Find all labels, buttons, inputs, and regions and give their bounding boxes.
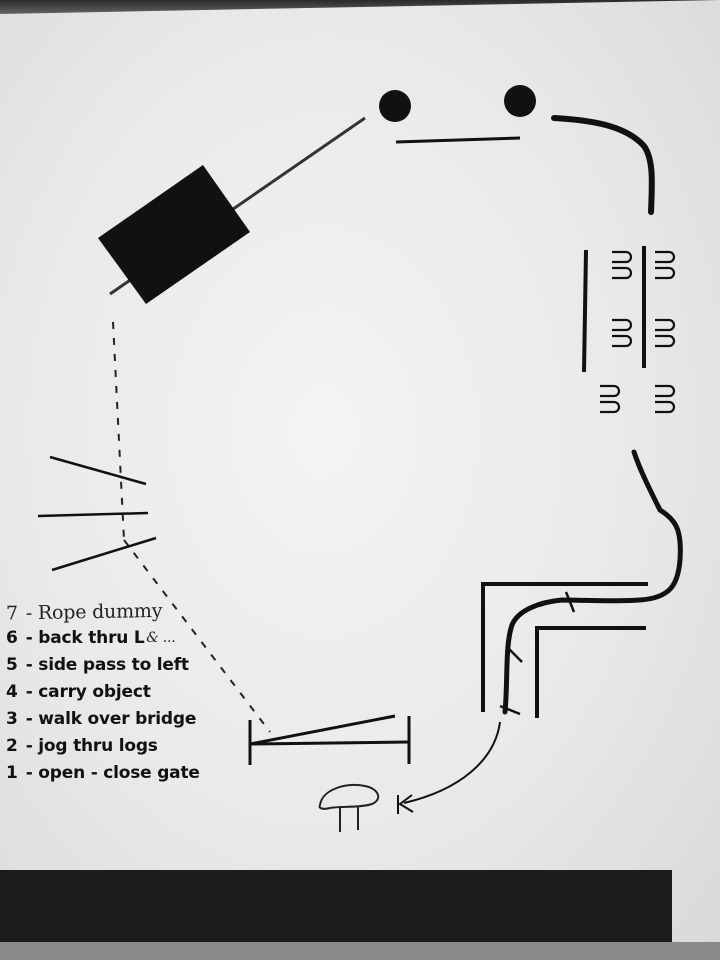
legend-item-number: 3 bbox=[6, 709, 18, 729]
legend-item-label: - back thru L bbox=[25, 628, 145, 648]
legend-item-label: - Rope dummy bbox=[25, 599, 163, 625]
bottom-dark-strip bbox=[0, 870, 672, 942]
bridge bbox=[248, 714, 411, 765]
top-right-path bbox=[551, 115, 655, 215]
top-post-left bbox=[379, 90, 411, 122]
legend: 7 - Rope dummy 6 - back thru L & ... 5 -… bbox=[6, 598, 306, 787]
legend-item-number: 2 bbox=[6, 736, 18, 756]
legend-item: 5 - side pass to left bbox=[6, 652, 306, 679]
legend-item-label: - jog thru logs bbox=[25, 736, 158, 756]
L-inner-rail bbox=[535, 626, 646, 718]
dashed-path-upper bbox=[112, 321, 125, 541]
L-outer-rail bbox=[481, 582, 648, 712]
legend-item: 2 - jog thru logs bbox=[6, 733, 306, 760]
path-tick-marks bbox=[499, 591, 576, 716]
walk-mark bbox=[612, 266, 633, 280]
legend-item-label: - open - close gate bbox=[25, 763, 200, 783]
gate-stump bbox=[318, 784, 380, 832]
legend-scribble: & ... bbox=[146, 630, 176, 646]
legend-item-number: 1 bbox=[6, 763, 18, 783]
walk-mark bbox=[600, 384, 621, 398]
walk-mark bbox=[600, 400, 621, 414]
log-rail-left bbox=[582, 249, 588, 373]
walk-mark bbox=[655, 266, 676, 280]
legend-item-number: 4 bbox=[6, 682, 18, 702]
arrow-to-gate bbox=[403, 721, 501, 804]
walk-mark bbox=[655, 318, 676, 332]
legend-item: 4 - carry object bbox=[6, 679, 306, 706]
arrow-head bbox=[398, 794, 414, 813]
walk-mark bbox=[612, 250, 633, 264]
walk-mark bbox=[655, 400, 676, 414]
top-post-right bbox=[504, 85, 536, 117]
legend-item: 1 - open - close gate bbox=[6, 760, 306, 787]
legend-item-number: 7 bbox=[5, 602, 19, 625]
walk-mark bbox=[612, 334, 633, 348]
walk-mark bbox=[612, 318, 633, 332]
rope-dummy-box bbox=[98, 165, 250, 304]
legend-item-label: - carry object bbox=[25, 682, 151, 702]
top-rail bbox=[395, 136, 521, 144]
legend-item-label: - side pass to left bbox=[25, 655, 189, 675]
legend-item-number: 6 bbox=[6, 628, 18, 648]
walk-mark bbox=[655, 334, 676, 348]
back-thru-L bbox=[481, 582, 648, 718]
legend-item: 6 - back thru L & ... bbox=[6, 625, 306, 652]
walk-mark bbox=[655, 250, 676, 264]
logs bbox=[37, 455, 157, 572]
legend-item: 7 - Rope dummy bbox=[6, 595, 306, 627]
legend-item: 3 - walk over bridge bbox=[6, 706, 306, 733]
right-path-lower bbox=[502, 449, 683, 715]
legend-item-label: - walk over bridge bbox=[25, 709, 197, 729]
bottom-edge bbox=[0, 942, 720, 960]
legend-item-number: 5 bbox=[6, 655, 18, 675]
walk-mark bbox=[655, 384, 676, 398]
walk-marks bbox=[600, 250, 676, 414]
